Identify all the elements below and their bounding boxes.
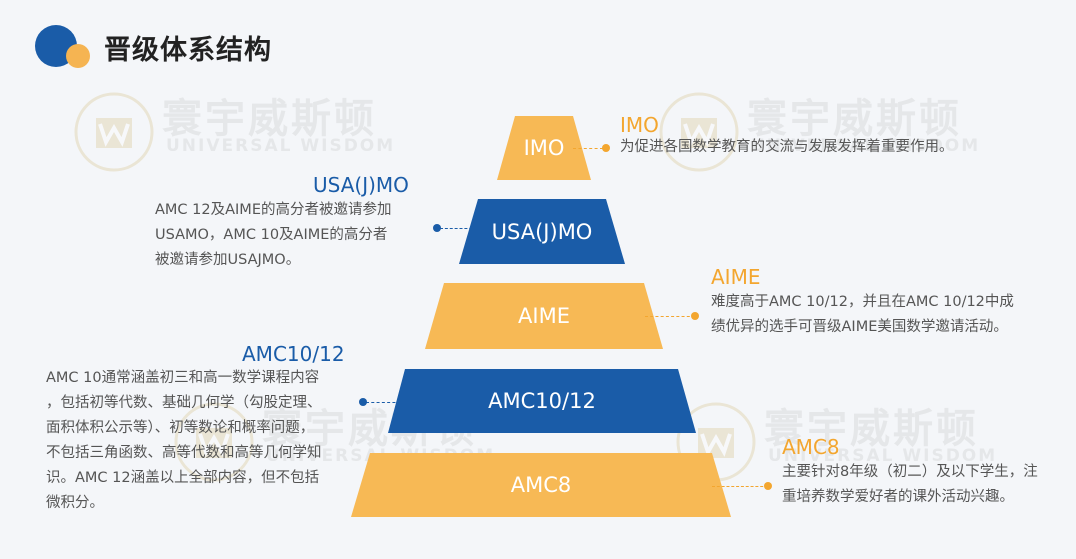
connector-usajmo xyxy=(440,228,482,229)
connector-amc8 xyxy=(712,486,768,487)
watermark-name-en: UNIVERSAL WISDOM xyxy=(751,136,981,156)
tier-label: USA(J)MO xyxy=(491,219,593,244)
watermark-name-en: UNIVERSAL WISDOM xyxy=(166,136,396,156)
amc8-description: 主要针对8年级（初二）及以下学生，注 重培养数学爱好者的课外活动兴趣。 xyxy=(782,460,1038,510)
watermark-name-cn: 寰宇威斯顿 xyxy=(747,96,962,142)
usajmo-description: AMC 12及AIME的高分者被邀请参加 USAMO，AMC 10及AIME的高… xyxy=(155,198,391,273)
usajmo-heading: USA(J)MO xyxy=(313,173,409,197)
pyramid-tier-amc8: AMC8 xyxy=(351,453,731,517)
connector-amc1012 xyxy=(366,402,406,403)
description-line: 重培养数学爱好者的课外活动兴趣。 xyxy=(782,489,1014,505)
aime-heading: AIME xyxy=(711,265,761,289)
connector-imo xyxy=(573,148,603,149)
connector-dot xyxy=(764,482,772,490)
description-line: ，包括初等代数、基础几何学（勾股定理、 xyxy=(46,395,322,411)
pyramid-tier-aime: AIME xyxy=(425,283,663,349)
imo-description: 为促进各国数学教育的交流与发展发挥着重要作用。 xyxy=(620,135,954,160)
description-line: AMC 10通常涵盖初三和高一数学课程内容 xyxy=(46,370,320,386)
watermark-emblem-icon xyxy=(659,92,739,172)
description-line: 为促进各国数学教育的交流与发展发挥着重要作用。 xyxy=(620,139,954,155)
title-dot-yellow xyxy=(66,44,90,68)
watermark: 寰宇威斯顿 UNIVERSAL WISDOM xyxy=(672,398,1052,488)
description-line: 被邀请参加USAJMO。 xyxy=(155,252,301,268)
imo-heading: IMO xyxy=(620,113,659,137)
watermark: 寰宇威斯顿 UNIVERSAL WISDOM xyxy=(70,88,450,178)
connector-dot xyxy=(691,312,699,320)
watermark-emblem-icon xyxy=(74,92,154,172)
description-line: USAMO，AMC 10及AIME的高分者 xyxy=(155,227,388,243)
description-line: 难度高于AMC 10/12，并且在AMC 10/12中成 xyxy=(711,294,1014,310)
watermark-emblem-icon xyxy=(174,402,254,482)
watermark-name-en: UNIVERSAL WISDOM xyxy=(768,446,998,466)
aime-description: 难度高于AMC 10/12，并且在AMC 10/12中成 绩优异的选手可晋级AI… xyxy=(711,290,1014,340)
watermark-name-cn: 寰宇威斯顿 xyxy=(162,96,377,142)
tier-label: AMC10/12 xyxy=(488,389,596,413)
description-line: 面积体积公示等）、初等数论和概率问题， xyxy=(46,420,315,436)
connector-dot xyxy=(359,398,367,406)
description-line: 不包括三角函数、高等代数和高等几何学知 xyxy=(46,445,322,461)
description-line: 识。AMC 12涵盖以上全部内容，但不包括 xyxy=(46,470,320,486)
watermark: 寰宇威斯顿 UNIVERSAL WISDOM xyxy=(655,88,1035,178)
connector-aime xyxy=(645,316,695,317)
page-title: 晋级体系结构 xyxy=(104,35,272,66)
description-line: AMC 12及AIME的高分者被邀请参加 xyxy=(155,202,392,218)
pyramid-tier-amc1012: AMC10/12 xyxy=(388,369,696,433)
connector-dot xyxy=(602,144,610,152)
watermark-name-cn: 寰宇威斯顿 xyxy=(764,406,979,452)
connector-dot xyxy=(433,224,441,232)
pyramid-tier-usajmo: USA(J)MO xyxy=(459,199,625,264)
description-line: 微积分。 xyxy=(46,495,104,511)
amc1012-description: AMC 10通常涵盖初三和高一数学课程内容 ，包括初等代数、基础几何学（勾股定理… xyxy=(46,366,322,516)
tier-label: AIME xyxy=(518,304,570,328)
tier-label: IMO xyxy=(523,136,565,160)
amc1012-heading: AMC10/12 xyxy=(242,342,345,366)
tier-label: AMC8 xyxy=(510,473,572,497)
amc8-heading: AMC8 xyxy=(782,435,840,459)
description-line: 主要针对8年级（初二）及以下学生，注 xyxy=(782,464,1038,480)
description-line: 绩优异的选手可晋级AIME美国数学邀请活动。 xyxy=(711,319,1008,335)
